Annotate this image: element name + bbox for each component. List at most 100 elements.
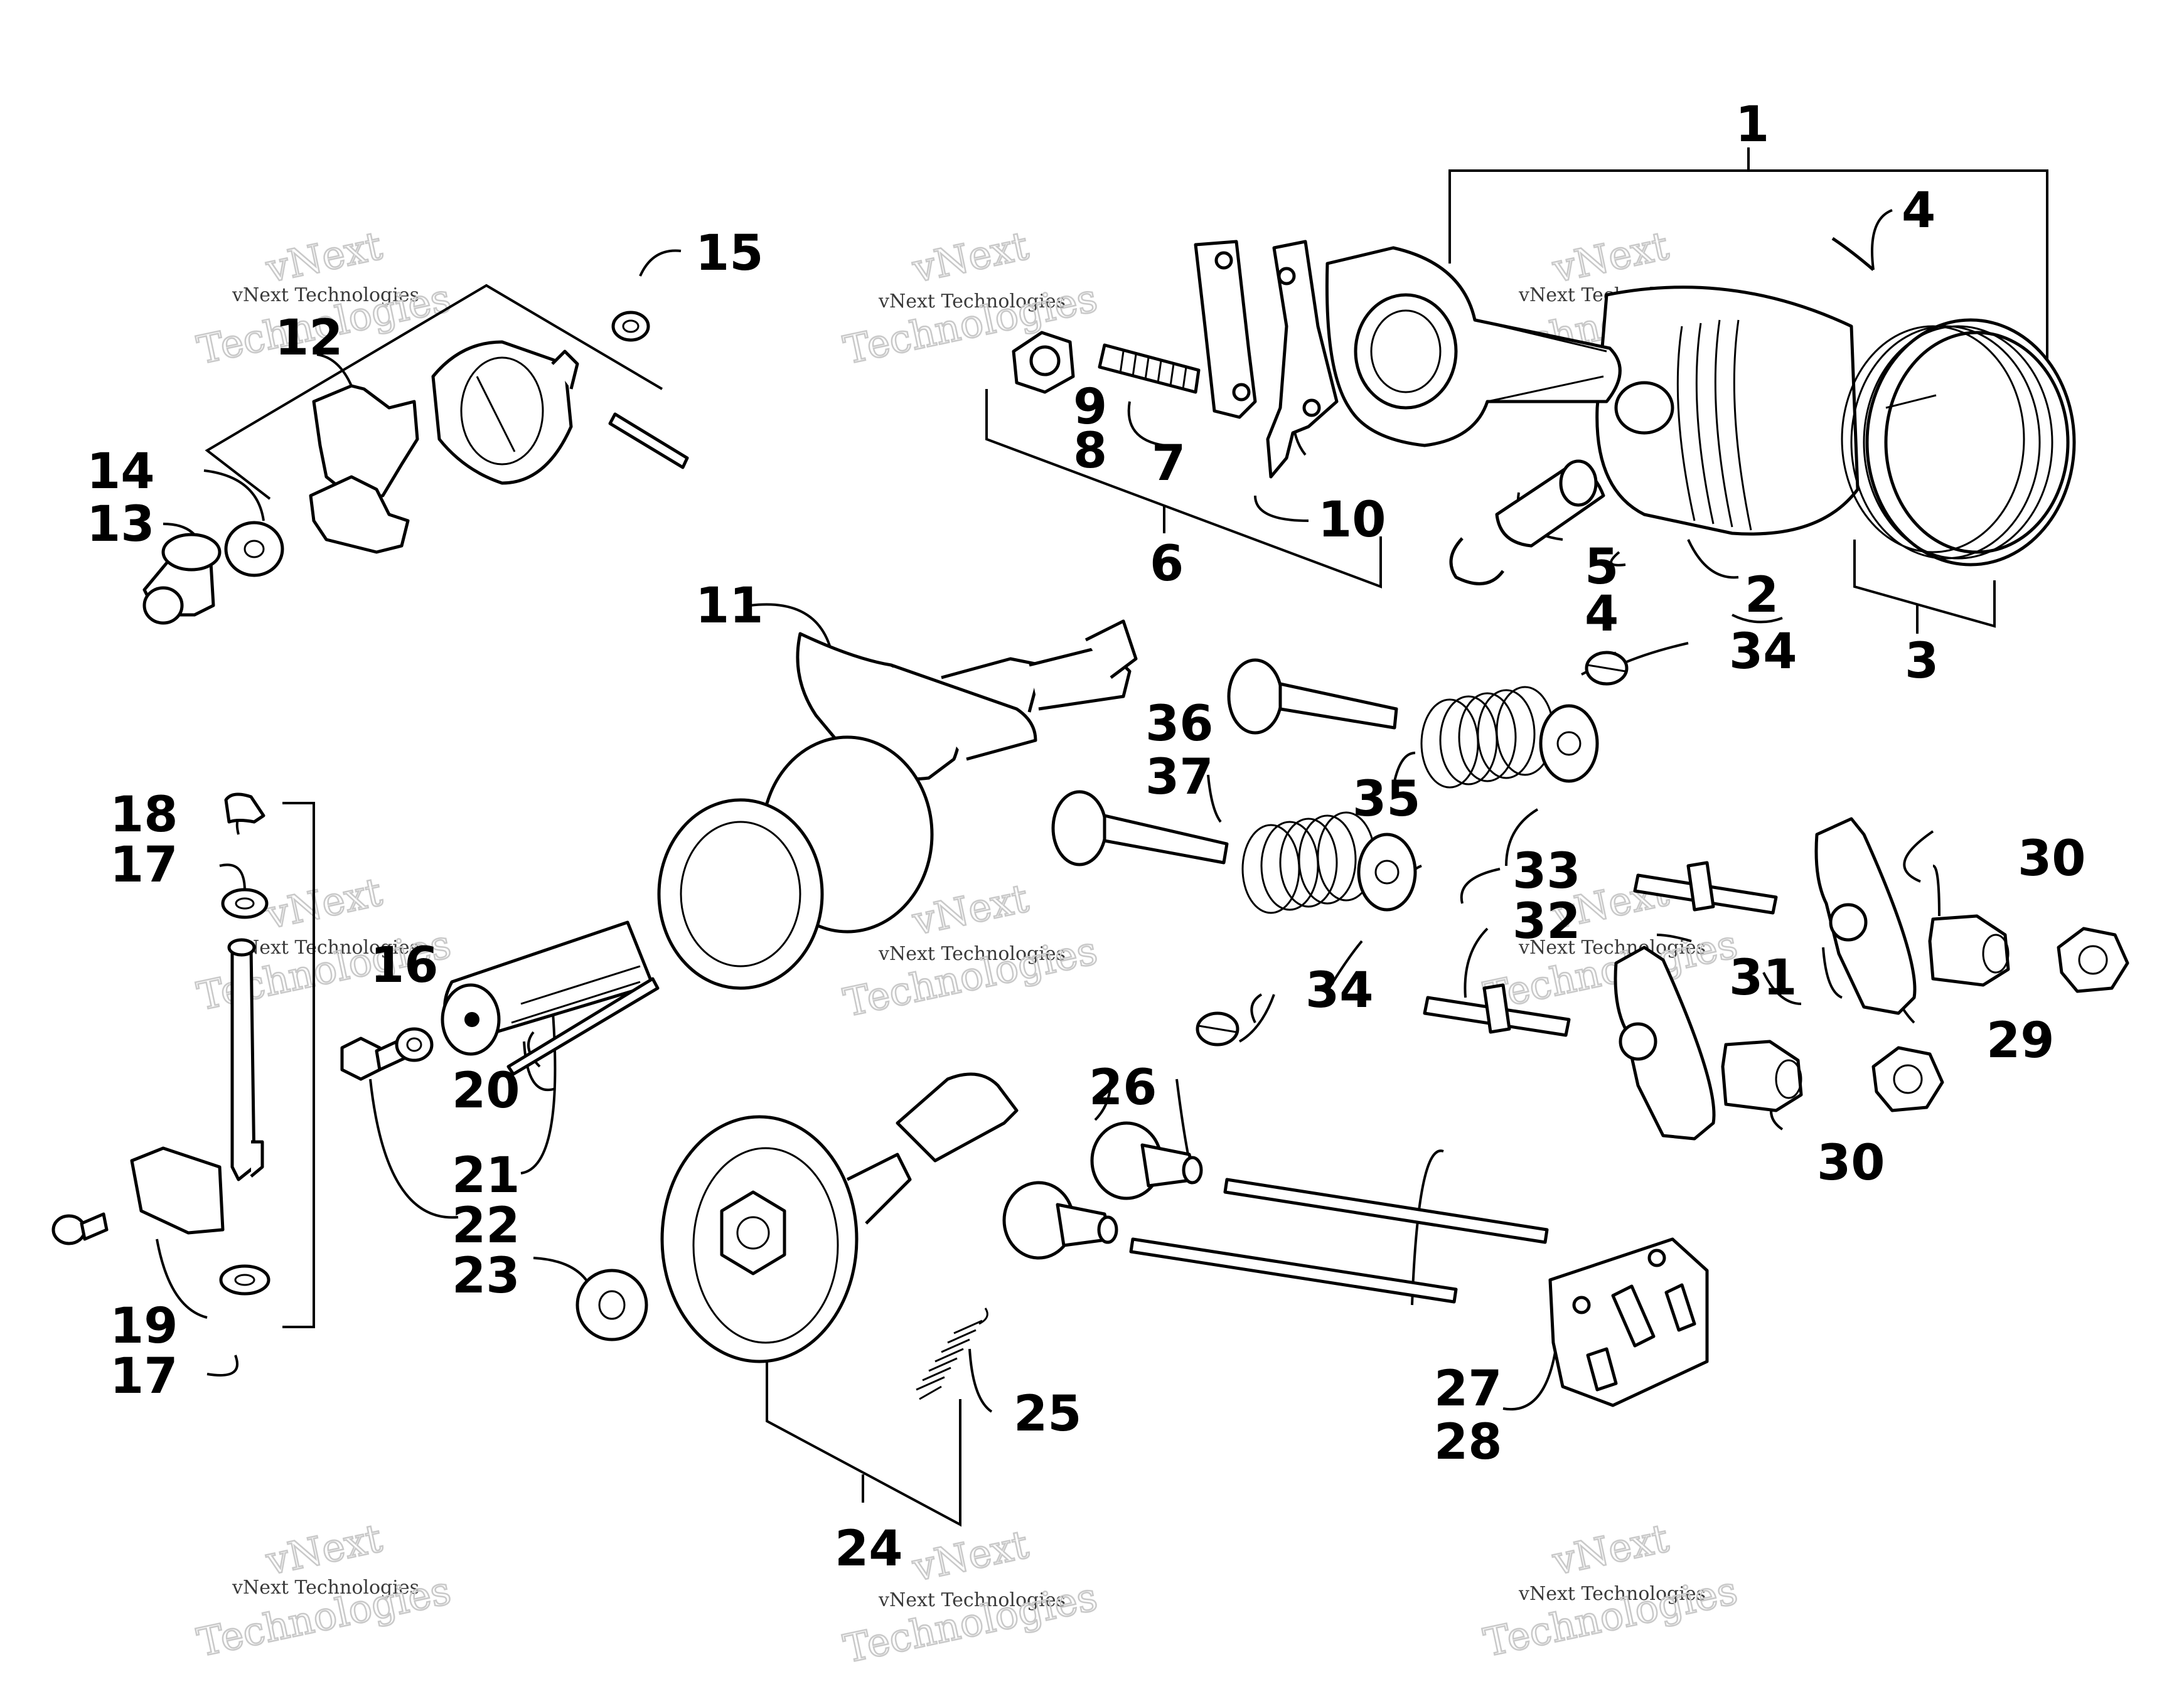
valve-keeper-lower xyxy=(1196,1011,1239,1047)
svg-text:vNext: vNext xyxy=(908,875,1032,944)
washer-17-bottom xyxy=(219,1264,270,1296)
label-37: 37 xyxy=(1145,749,1214,806)
piston-pin xyxy=(1495,459,1605,548)
label-17-bottom: 17 xyxy=(110,1348,178,1405)
crankshaft xyxy=(441,619,1138,1076)
callout-labels: 1 2 3 4 4 5 6 7 8 9 10 11 12 13 14 15 16… xyxy=(87,97,2086,1577)
label-18: 18 xyxy=(110,787,178,843)
piston-pin-clip xyxy=(1449,537,1505,585)
bracket-24 xyxy=(766,1343,961,1527)
svg-text:vNext: vNext xyxy=(262,223,386,292)
label-16: 16 xyxy=(370,937,439,994)
label-25: 25 xyxy=(1014,1386,1082,1442)
svg-text:vNext Technologies: vNext Technologies xyxy=(1518,1583,1706,1605)
valve-keeper-upper xyxy=(1585,651,1629,686)
svg-text:Technologies: Technologies xyxy=(1480,1567,1742,1666)
label-2: 2 xyxy=(1745,567,1779,624)
label-10: 10 xyxy=(1318,492,1386,548)
label-13: 13 xyxy=(87,496,155,553)
label-7: 7 xyxy=(1152,435,1186,492)
piston xyxy=(1595,285,1860,536)
rod-bolt xyxy=(1098,343,1201,394)
svg-text:vNext: vNext xyxy=(908,223,1032,292)
label-27: 27 xyxy=(1434,1361,1502,1417)
valve-spring-lower xyxy=(1241,811,1376,914)
rocker-arm-lower xyxy=(1614,946,1716,1141)
label-4-bottom: 4 xyxy=(1585,586,1619,642)
svg-text:Technologies: Technologies xyxy=(840,1574,1101,1672)
cotter-pin-18 xyxy=(224,792,265,824)
label-36: 36 xyxy=(1145,696,1214,752)
washer-23 xyxy=(575,1269,648,1341)
label-29: 29 xyxy=(1986,1013,2055,1069)
pivot-nut-lower xyxy=(1721,1040,1803,1112)
label-22: 22 xyxy=(452,1198,520,1254)
rocker-stud-lower xyxy=(1423,983,1571,1037)
tappet-upper xyxy=(1090,1121,1203,1200)
svg-text:vNext: vNext xyxy=(1548,1515,1673,1584)
label-30-bottom: 30 xyxy=(1817,1135,1885,1191)
spring-retainer-upper xyxy=(1539,704,1599,783)
governor-shaft xyxy=(227,938,264,1181)
washer-17-top xyxy=(221,888,269,919)
bracket-6 xyxy=(985,389,1382,589)
svg-text:vNext Technologies: vNext Technologies xyxy=(232,937,419,959)
camshaft xyxy=(660,1072,1019,1363)
svg-text:vNext Technologies: vNext Technologies xyxy=(232,284,419,306)
label-11: 11 xyxy=(695,578,764,634)
label-20: 20 xyxy=(452,1063,520,1119)
label-12: 12 xyxy=(275,310,343,366)
svg-text:vNext: vNext xyxy=(262,869,386,938)
label-34-bottom: 34 xyxy=(1305,962,1374,1019)
label-34-top: 34 xyxy=(1729,624,1797,680)
label-8: 8 xyxy=(1073,423,1107,479)
valve-spring-upper xyxy=(1420,686,1555,789)
label-5: 5 xyxy=(1585,539,1619,595)
svg-text:vNext Technologies: vNext Technologies xyxy=(1518,937,1706,959)
bracket-12 xyxy=(205,284,663,500)
label-19: 19 xyxy=(110,1298,178,1355)
rocker-arm-upper xyxy=(1814,817,1917,1015)
label-30-top: 30 xyxy=(2018,831,2086,887)
pivot-nut-upper xyxy=(1928,914,2010,987)
lock-nut-lower xyxy=(1871,1046,1944,1112)
washer-14 xyxy=(224,521,284,577)
watermark-9: vNext vNext Technologies Technologies xyxy=(1479,1514,1742,1666)
rod-cap-plates xyxy=(1194,240,1339,479)
label-32: 32 xyxy=(1512,893,1581,950)
svg-text:vNext: vNext xyxy=(262,1515,386,1584)
label-24: 24 xyxy=(835,1521,903,1577)
label-14: 14 xyxy=(87,444,155,500)
label-4-top: 4 xyxy=(1902,183,1935,239)
connecting-rod xyxy=(1325,246,1622,447)
watermark-7: vNext vNext Technologies Technologies xyxy=(193,1514,456,1666)
piston-rings xyxy=(1841,318,2076,567)
spring-retainer-lower xyxy=(1357,833,1417,912)
lock-nut-upper xyxy=(2057,927,2129,993)
svg-text:vNext Technologies: vNext Technologies xyxy=(878,943,1066,965)
camshaft-spring xyxy=(916,1308,988,1400)
label-1: 1 xyxy=(1735,97,1769,153)
svg-text:vNext: vNext xyxy=(908,1521,1032,1590)
watermark-2: vNext vNext Technologies Technologies xyxy=(839,221,1102,374)
valve-37 xyxy=(1051,790,1229,866)
label-35: 35 xyxy=(1352,771,1421,828)
svg-text:vNext Technologies: vNext Technologies xyxy=(232,1577,419,1599)
washer-15 xyxy=(611,311,650,342)
screw-19 xyxy=(51,1212,109,1245)
rod-nut xyxy=(1012,331,1075,394)
governor-arm-plate xyxy=(130,1146,225,1235)
label-15: 15 xyxy=(695,225,764,282)
bracket-16 xyxy=(282,802,315,1328)
svg-text:vNext Technologies: vNext Technologies xyxy=(878,1589,1066,1611)
ratchet-assembly xyxy=(309,340,579,554)
label-17-top: 17 xyxy=(110,837,178,893)
push-rod-upper xyxy=(1223,1178,1549,1244)
label-23: 23 xyxy=(452,1248,520,1304)
pin-15 xyxy=(608,412,689,469)
label-6: 6 xyxy=(1150,536,1184,592)
rocker-stud-upper xyxy=(1633,861,1778,915)
valve-36 xyxy=(1227,658,1398,735)
push-rod-lower xyxy=(1129,1237,1458,1304)
